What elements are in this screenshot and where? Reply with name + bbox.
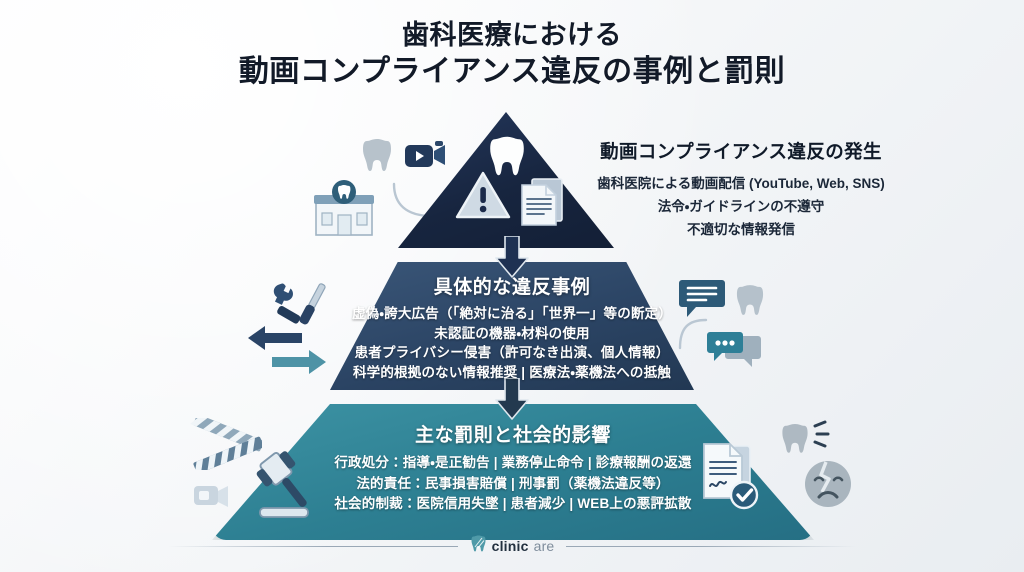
tooth-icon xyxy=(489,133,525,184)
page-title: 歯科医療における 動画コンプライアンス違反の事例と罰則 xyxy=(0,18,1024,91)
video-camera-icon xyxy=(404,137,450,176)
tier-violations-shape xyxy=(330,262,694,390)
speech-bubble-lines-icon xyxy=(678,278,726,325)
brand-suffix: are xyxy=(533,538,555,554)
footer: clinic are xyxy=(0,534,1024,558)
gavel-icon xyxy=(248,446,324,525)
title-line-1: 歯科医療における xyxy=(402,20,622,50)
tier-occurrence-heading: 動画コンプライアンス違反の発生 xyxy=(600,141,882,162)
camera-blocked-icon xyxy=(192,478,232,517)
brand-name: clinic xyxy=(491,538,529,554)
tier-occurrence-caption: 動画コンプライアンス違反の発生 歯科医院による動画配信 (YouTube, We… xyxy=(566,138,916,242)
tier-occurrence-line-2: 法令・ガイドラインの不遵守 xyxy=(657,199,825,215)
tooth-pain-icon xyxy=(780,420,830,469)
cracked-sad-face-icon xyxy=(802,458,854,515)
tooth-icon xyxy=(736,282,764,323)
speech-bubble-dots-icon xyxy=(706,330,764,377)
curve-connector-line xyxy=(676,318,710,357)
arrow-down-icon xyxy=(494,377,530,425)
warning-triangle-icon xyxy=(455,170,511,225)
tier-occurrence-line-1: 歯科医院による動画配信 (YouTube, Web, SNS) xyxy=(597,176,885,191)
arrow-left-icon xyxy=(248,324,302,357)
title-line-2: 動画コンプライアンス違反の事例と罰則 xyxy=(238,54,786,88)
tools-wrench-screwdriver-icon xyxy=(272,272,330,333)
dental-clinic-building-icon xyxy=(308,175,380,242)
documents-icon xyxy=(518,176,566,235)
brand-logo: clinic are xyxy=(470,534,555,558)
footer-divider-right xyxy=(566,545,857,547)
tooth-icon xyxy=(362,136,392,179)
arrow-down-icon xyxy=(494,235,530,283)
tooth-logo-icon xyxy=(470,534,487,558)
barrier-tape-icon xyxy=(186,414,264,476)
signed-document-check-icon xyxy=(700,440,762,517)
tier-occurrence-line-3: 不適切な情報発信 xyxy=(687,222,795,238)
arrow-right-icon xyxy=(272,348,326,381)
footer-divider-left xyxy=(167,545,458,547)
